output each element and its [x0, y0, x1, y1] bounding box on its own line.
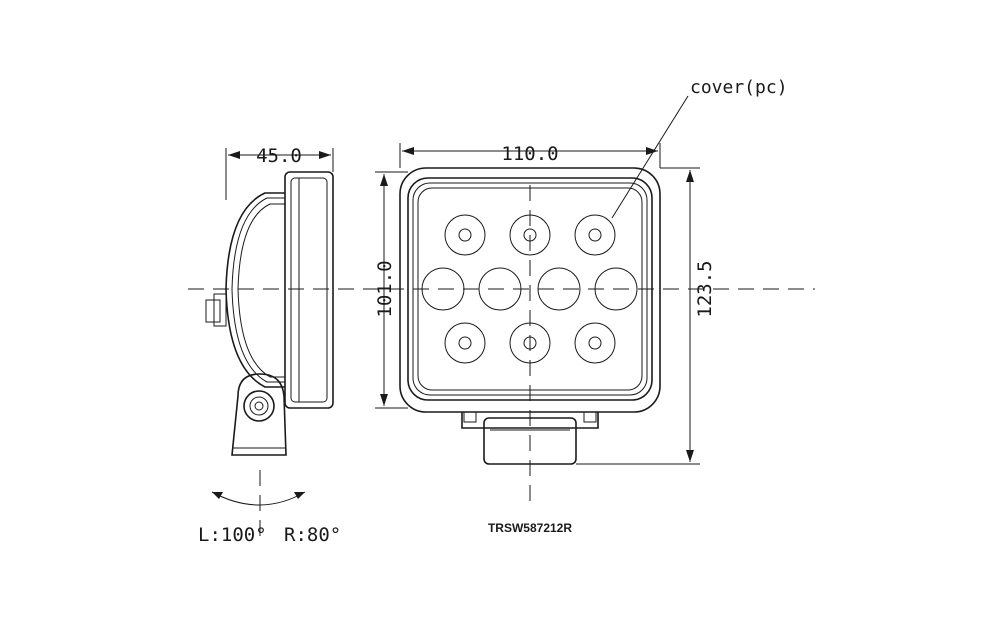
- cover-callout-label: cover(pc): [690, 77, 788, 98]
- led: [444, 322, 486, 364]
- led: [574, 322, 616, 364]
- model-number: TRSW587212R: [488, 521, 572, 535]
- rotation-right-label: R:80°: [284, 524, 341, 546]
- depth-dimension: 45.0: [225, 145, 334, 200]
- led: [574, 214, 616, 256]
- side-view: [205, 171, 334, 456]
- rotation-indicator: L:100° R:80°: [198, 491, 341, 546]
- front-view: [399, 167, 661, 465]
- total-height-dimension-label: 123.5: [694, 260, 716, 317]
- width-dimension: 110.0: [399, 143, 661, 168]
- lens-height-dimension-label: 101.0: [374, 260, 396, 317]
- led: [537, 267, 581, 311]
- total-height-dimension: 123.5: [576, 167, 716, 465]
- led: [478, 267, 522, 311]
- cover-callout: cover(pc): [611, 77, 788, 219]
- led-bottom-row: [444, 322, 616, 364]
- led: [594, 267, 638, 311]
- led: [421, 267, 465, 311]
- center-lines: [188, 185, 815, 540]
- led-top-row: [444, 214, 616, 256]
- led: [509, 214, 551, 256]
- rotation-left-label: L:100°: [198, 524, 267, 546]
- lens-height-dimension: 101.0: [374, 171, 408, 409]
- led: [509, 322, 551, 364]
- depth-dimension-label: 45.0: [256, 145, 302, 167]
- led: [444, 214, 486, 256]
- led-middle-row: [421, 267, 638, 311]
- width-dimension-label: 110.0: [501, 143, 558, 165]
